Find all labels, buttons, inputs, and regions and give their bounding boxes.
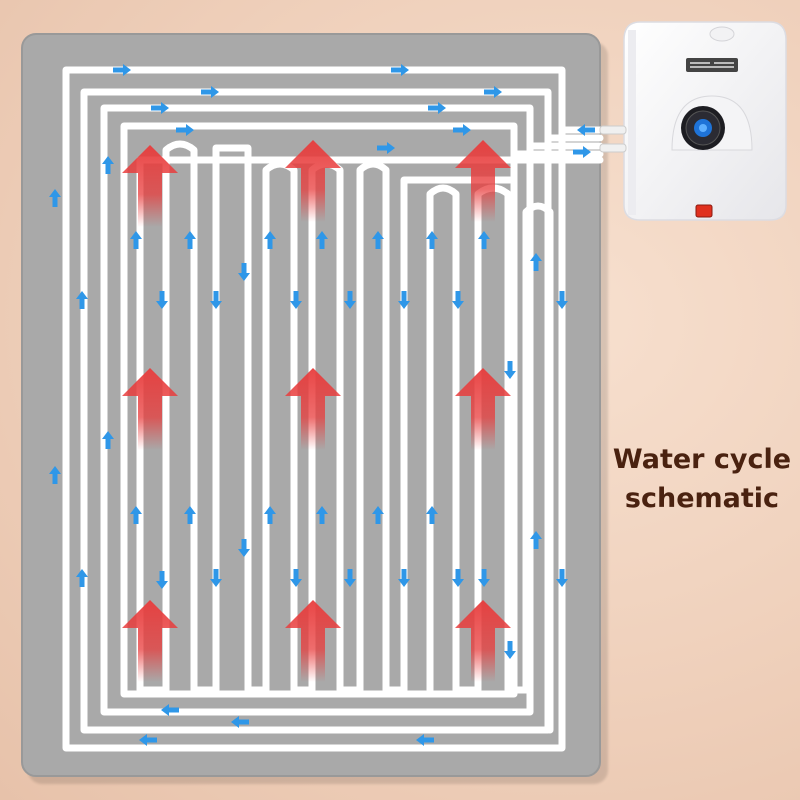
water-flow-arrow-icon [504, 361, 516, 379]
water-flow-arrow-icon [102, 431, 114, 449]
power-switch-icon[interactable] [695, 204, 713, 218]
water-flow-arrow-icon [264, 231, 276, 249]
water-flow-arrow-icon [231, 716, 249, 728]
water-flow-arrow-icon [452, 291, 464, 309]
water-flow-arrow-icon [49, 189, 61, 207]
water-flow-arrow-icon [372, 231, 384, 249]
water-flow-arrow-icon [316, 506, 328, 524]
tube-ring-3 [100, 104, 604, 716]
water-flow-arrow-icon [238, 539, 250, 557]
water-flow-arrow-icon [113, 64, 131, 76]
water-flow-arrow-icon [416, 734, 434, 746]
water-flow-arrow-icon [139, 734, 157, 746]
water-flow-arrow-icon [372, 506, 384, 524]
water-flow-arrow-icon [130, 231, 142, 249]
heat-flow-arrow-icon [455, 600, 511, 682]
water-flow-arrow-icon [102, 156, 114, 174]
water-flow-arrow-icon [428, 102, 446, 114]
heat-arrows [122, 140, 511, 682]
water-flow-arrow-icon [184, 231, 196, 249]
heat-flow-arrow-icon [122, 145, 178, 227]
water-flow-arrow-icon [573, 146, 591, 158]
water-flow-arrow-icon [398, 569, 410, 587]
heat-flow-arrow-icon [285, 140, 341, 222]
water-flow-arrow-icon [210, 291, 222, 309]
water-flow-arrow-icon [238, 263, 250, 281]
water-flow-arrow-icon [201, 86, 219, 98]
water-flow-arrow-icon [76, 569, 88, 587]
temperature-knob-icon[interactable] [681, 106, 725, 150]
tube-serpentine [136, 140, 604, 694]
water-flow-arrow-icon [176, 124, 194, 136]
water-flow-arrow-icon [49, 466, 61, 484]
water-flow-arrow-icon [556, 569, 568, 587]
heat-flow-arrow-icon [285, 368, 341, 450]
water-flow-arrow-icon [453, 124, 471, 136]
water-flow-arrow-icon [556, 291, 568, 309]
heat-flow-arrow-icon [455, 368, 511, 450]
water-flow-arrow-icon [426, 231, 438, 249]
water-flow-arrow-icon [130, 506, 142, 524]
water-flow-arrow-icon [344, 291, 356, 309]
water-flow-arrow-icon [264, 506, 276, 524]
heat-flow-arrow-icon [285, 600, 341, 682]
water-flow-arrow-icon [344, 569, 356, 587]
water-flow-arrow-icon [530, 531, 542, 549]
water-flow-arrow-icon [391, 64, 409, 76]
caption-line-1: Water cycle [612, 444, 792, 475]
water-flow-arrow-icon [377, 142, 395, 154]
water-flow-arrow-icon [290, 569, 302, 587]
water-flow-arrow-icon [290, 291, 302, 309]
water-flow-arrow-icon [398, 291, 410, 309]
water-flow-arrow-icon [484, 86, 502, 98]
flow-arrows [49, 64, 595, 746]
tube-outer-loop [62, 66, 604, 752]
tube-ring-4 [120, 122, 604, 698]
diagram-caption: Water cycle schematic [602, 440, 800, 518]
water-flow-arrow-icon [161, 704, 179, 716]
water-flow-arrow-icon [151, 102, 169, 114]
water-flow-arrow-icon [76, 291, 88, 309]
caption-line-2: schematic [624, 483, 780, 514]
heater-label-plate [686, 58, 738, 72]
water-flow-arrow-icon [210, 569, 222, 587]
heat-flow-arrow-icon [455, 140, 511, 222]
heat-flow-arrow-icon [122, 600, 178, 682]
water-flow-arrow-icon [156, 291, 168, 309]
water-flow-arrow-icon [316, 231, 328, 249]
water-flow-arrow-icon [184, 506, 196, 524]
water-flow-arrow-icon [577, 124, 595, 136]
water-flow-arrow-icon [478, 231, 490, 249]
water-flow-arrow-icon [426, 506, 438, 524]
heat-flow-arrow-icon [122, 368, 178, 450]
water-flow-arrow-icon [452, 569, 464, 587]
water-flow-arrow-icon [156, 571, 168, 589]
water-flow-arrow-icon [478, 569, 490, 587]
heater-unit [599, 21, 787, 221]
water-flow-arrow-icon [504, 641, 516, 659]
water-flow-arrow-icon [530, 253, 542, 271]
